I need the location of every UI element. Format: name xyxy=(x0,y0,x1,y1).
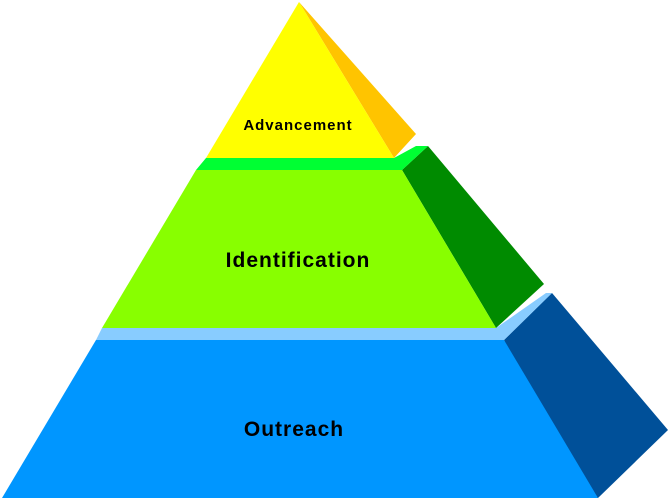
tier-outreach-side xyxy=(504,293,668,498)
ledge-outreach-top xyxy=(96,293,552,340)
tier-advancement xyxy=(206,2,416,158)
tier-outreach xyxy=(2,293,668,498)
tier-identification xyxy=(102,146,544,328)
tier-label-outreach: Outreach xyxy=(244,418,344,441)
tier-label-advancement: Advancement xyxy=(243,117,352,134)
tier-advancement-front xyxy=(206,2,394,158)
tier-label-identification: Identification xyxy=(226,249,371,272)
tier-identification-front xyxy=(102,170,496,328)
tier-advancement-side xyxy=(299,2,416,158)
tier-outreach-front xyxy=(2,340,598,498)
tier-identification-side xyxy=(402,146,544,328)
